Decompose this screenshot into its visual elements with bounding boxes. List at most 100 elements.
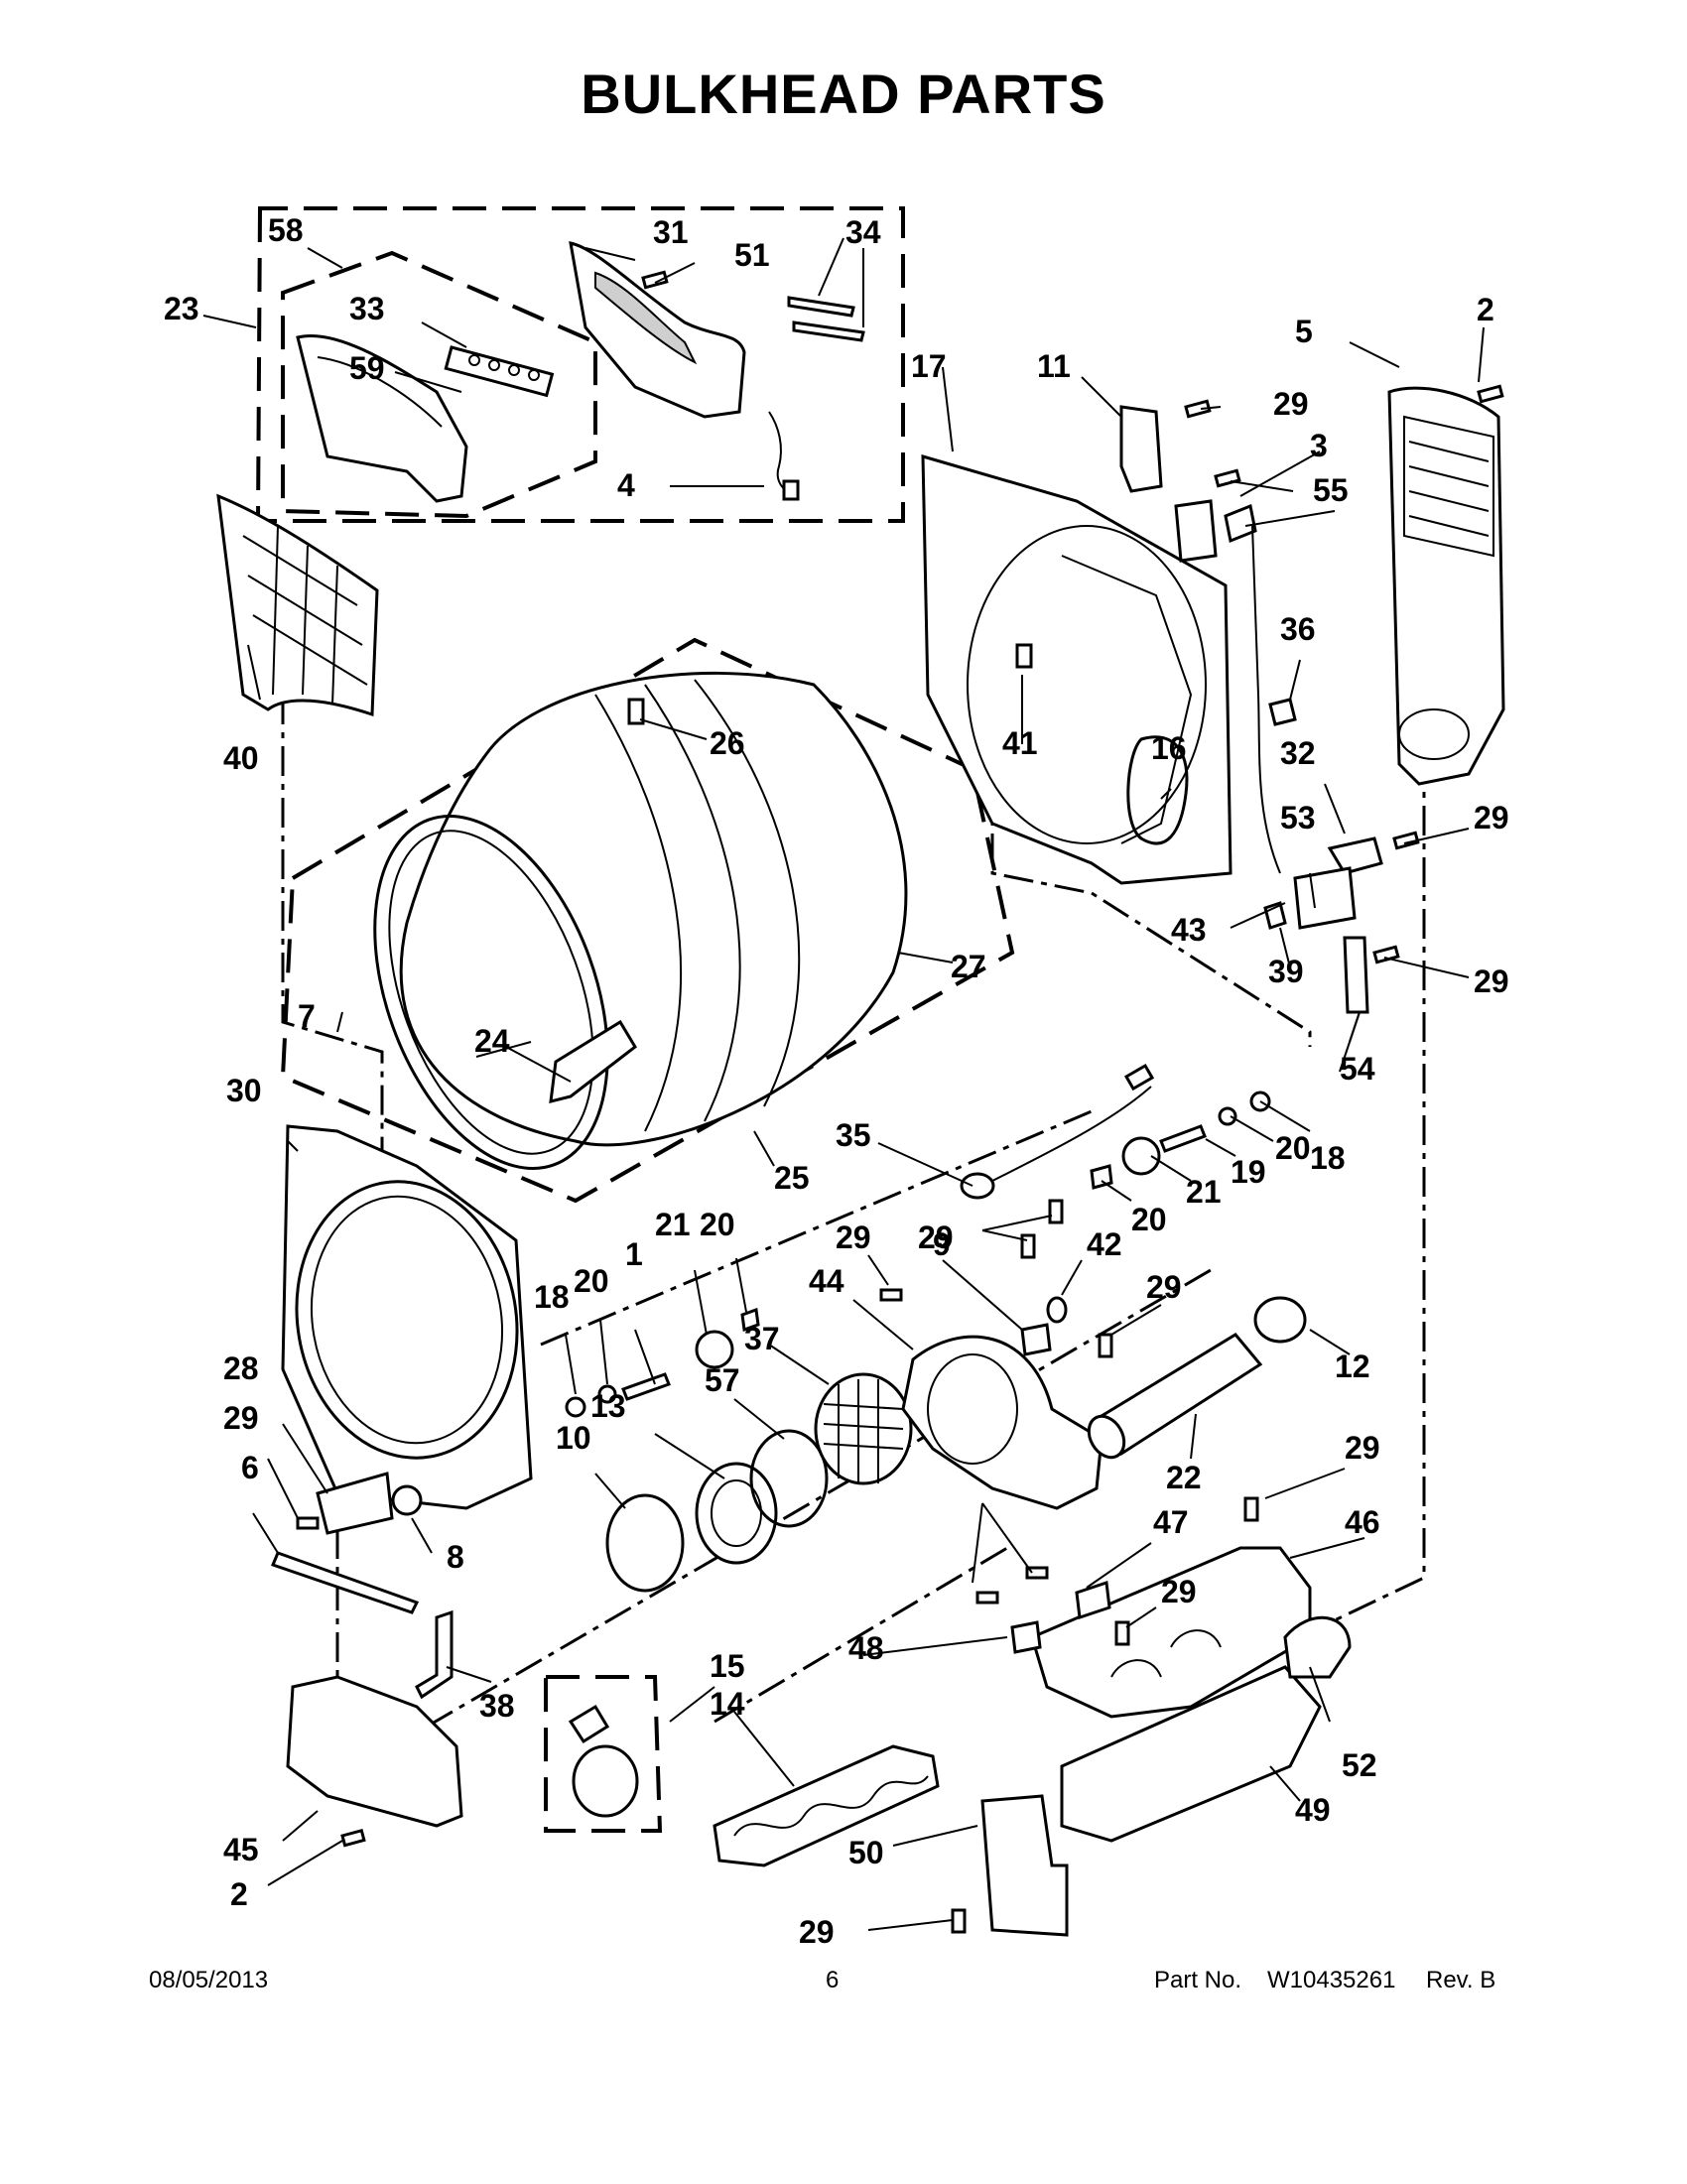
callout-label: 10 bbox=[556, 1420, 591, 1456]
lint-screen-dashed-box bbox=[544, 1675, 663, 1833]
callout-label: 22 bbox=[1166, 1460, 1202, 1495]
door-rod bbox=[271, 1551, 420, 1614]
callout-label: 13 bbox=[590, 1388, 626, 1424]
callout-label: 17 bbox=[911, 348, 947, 384]
callout-label: 1 bbox=[625, 1236, 643, 1272]
callout-label: 33 bbox=[349, 291, 385, 326]
callout-label: 45 bbox=[223, 1832, 259, 1867]
thermistor-plate bbox=[1174, 499, 1218, 563]
trim-strips bbox=[787, 296, 865, 342]
callout-label: 20 bbox=[1275, 1130, 1311, 1166]
blower-seals bbox=[605, 1429, 829, 1593]
callout-label: 47 bbox=[1153, 1504, 1189, 1540]
heater-box-base bbox=[1060, 1665, 1322, 1843]
callout-label: 15 bbox=[710, 1648, 745, 1684]
drum-baffle bbox=[549, 1019, 637, 1103]
idler-shaft-stack bbox=[565, 1307, 760, 1418]
callout-label: 29 bbox=[918, 1220, 954, 1255]
callout-label: 3 bbox=[1310, 428, 1328, 463]
blower-wheel bbox=[814, 1372, 913, 1485]
drum-dashed-box bbox=[280, 637, 1015, 1204]
callout-label: 46 bbox=[1345, 1504, 1380, 1540]
callout-label: 18 bbox=[1310, 1140, 1346, 1176]
callout-label: 49 bbox=[1295, 1792, 1331, 1828]
callout-label: 16 bbox=[1151, 730, 1187, 766]
callout-label: 25 bbox=[774, 1160, 810, 1196]
callout-label: 29 bbox=[1273, 386, 1309, 422]
callout-label: 4 bbox=[617, 467, 635, 503]
callout-label: 20 bbox=[574, 1263, 609, 1299]
callout-label: 42 bbox=[1087, 1226, 1122, 1262]
callout-label: 29 bbox=[1474, 800, 1509, 835]
small-clip bbox=[1268, 698, 1297, 726]
callout-label: 53 bbox=[1280, 800, 1316, 835]
callout-label: 29 bbox=[1474, 964, 1509, 999]
clip-38 bbox=[415, 1609, 454, 1700]
callout-label: 52 bbox=[1342, 1747, 1377, 1783]
screws bbox=[296, 270, 1504, 1934]
callout-label: 12 bbox=[1335, 1349, 1370, 1384]
lint-kit-parts bbox=[568, 1704, 639, 1818]
front-bulkhead bbox=[281, 1124, 533, 1510]
lower-front-duct bbox=[286, 1675, 463, 1828]
callout-label: 48 bbox=[848, 1630, 884, 1666]
end-cap bbox=[1283, 1615, 1352, 1679]
heater-harness-loop bbox=[1126, 735, 1189, 845]
callout-label: 50 bbox=[848, 1835, 884, 1870]
gas-valve-cluster bbox=[1263, 836, 1383, 1014]
callout-label: 21 bbox=[1186, 1174, 1222, 1210]
wire-harness-small bbox=[768, 411, 800, 501]
rear-shaft-stack bbox=[1090, 1091, 1271, 1190]
callout-label: 28 bbox=[223, 1350, 259, 1386]
callout-label: 18 bbox=[534, 1279, 570, 1315]
callout-label: 43 bbox=[1171, 912, 1207, 948]
callout-label: 29 bbox=[1161, 1574, 1197, 1609]
footer-revision: Rev. B bbox=[1426, 1967, 1496, 1993]
rear-bulkhead bbox=[921, 453, 1233, 885]
callout-label: 38 bbox=[479, 1688, 515, 1724]
callout-label: 23 bbox=[164, 291, 199, 326]
callout-label: 5 bbox=[1295, 314, 1313, 349]
top-assembly-dashed-box bbox=[255, 206, 905, 523]
footer-page-number: 6 bbox=[826, 1967, 840, 1993]
callout-label: 2 bbox=[1477, 292, 1494, 327]
callout-label: 58 bbox=[268, 212, 304, 248]
callout-label: 8 bbox=[447, 1539, 464, 1575]
door-sensor-cord bbox=[960, 1063, 1155, 1200]
blower-housing bbox=[901, 1335, 1103, 1510]
sensor-bracket bbox=[1119, 405, 1163, 493]
callout-label: 41 bbox=[1002, 725, 1038, 761]
callout-label: 44 bbox=[809, 1263, 844, 1299]
page-title: BULKHEAD PARTS bbox=[581, 63, 1106, 125]
callout-label: 29 bbox=[223, 1400, 259, 1436]
idler-bracket bbox=[316, 1472, 423, 1535]
callout-label: 9 bbox=[933, 1226, 951, 1262]
callout-label: 26 bbox=[710, 725, 745, 761]
callout-label: 37 bbox=[744, 1321, 780, 1356]
callout-label: 29 bbox=[1146, 1269, 1182, 1305]
callout-label: 7 bbox=[298, 998, 316, 1034]
callout-numbers: 58 31 51 34 23 33 59 4 17 11 29 2 5 3 55… bbox=[164, 212, 1509, 1950]
callout-label: 29 bbox=[1345, 1430, 1380, 1466]
callout-label: 31 bbox=[653, 214, 689, 250]
heater-element bbox=[713, 1744, 940, 1867]
thermostat-parts bbox=[1020, 1296, 1068, 1356]
callout-label: 30 bbox=[226, 1073, 262, 1108]
callout-label: 55 bbox=[1313, 472, 1349, 508]
callout-label: 40 bbox=[223, 740, 259, 776]
callout-label: 29 bbox=[836, 1220, 871, 1255]
callout-label: 6 bbox=[241, 1450, 259, 1485]
callout-label: 54 bbox=[1340, 1051, 1375, 1087]
console-ui-housing bbox=[569, 241, 746, 419]
callout-label: 11 bbox=[1037, 348, 1071, 384]
callout-label: 36 bbox=[1280, 611, 1316, 647]
footer-part-number: W10435261 bbox=[1267, 1967, 1396, 1993]
callout-label: 20 bbox=[700, 1207, 735, 1242]
callout-label: 21 bbox=[655, 1207, 691, 1242]
callout-label: 20 bbox=[1131, 1202, 1167, 1237]
rear-duct-cover bbox=[1387, 386, 1505, 786]
callout-label: 51 bbox=[734, 237, 770, 273]
callout-label: 24 bbox=[474, 1023, 510, 1059]
callout-label: 2 bbox=[230, 1876, 248, 1912]
